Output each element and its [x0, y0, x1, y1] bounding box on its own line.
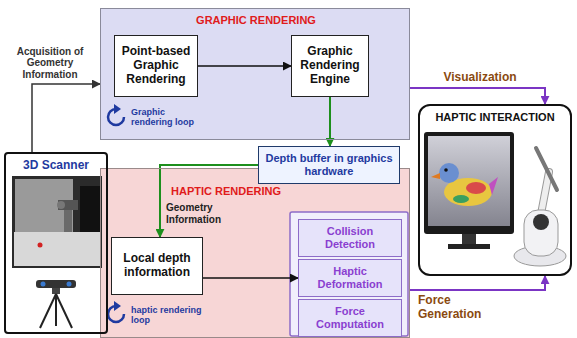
loop-caption: Graphic rendering loop — [131, 107, 203, 128]
box-label: Depth buffer in graphics hardware — [263, 152, 395, 177]
panel-fill — [100, 168, 410, 338]
buffer-box: Depth buffer in graphics hardware — [258, 146, 400, 184]
light-booth — [15, 179, 73, 232]
rendering-panel: Point-based Graphic Rendering Graphic Ren… — [100, 8, 410, 140]
panel-fill — [100, 8, 410, 140]
scanner-arm — [58, 200, 78, 210]
process-box: Graphic Rendering Engine — [291, 35, 369, 97]
scanner-photo — [12, 176, 102, 268]
device-stylus — [536, 148, 557, 190]
duck-patch — [453, 195, 469, 203]
monitor-illustration — [424, 132, 514, 249]
connector — [410, 88, 545, 104]
step-box: Collision Detection — [298, 219, 402, 257]
haptic-device — [514, 148, 566, 266]
duck-beak — [431, 173, 440, 179]
label-slot: Visualization — [428, 71, 532, 85]
frame-heading: 3D Scanner — [23, 159, 89, 173]
duck-patch — [466, 182, 486, 194]
edge-label: Visualization — [428, 71, 532, 85]
scanner-lens — [41, 282, 46, 287]
tripod-leg — [55, 294, 57, 326]
label-slot: Geometry Information — [166, 202, 238, 225]
loop-arrowhead — [114, 301, 121, 311]
connector — [203, 277, 298, 279]
loop-caption: haptic rendering loop — [131, 305, 203, 326]
scanner-lens — [67, 282, 72, 287]
label-slot: Acquisition of Geometry Information — [2, 46, 98, 81]
connector — [410, 276, 545, 290]
monitor-base — [448, 244, 490, 249]
tripod-leg — [56, 294, 72, 328]
scanner-post — [64, 210, 72, 232]
box-label: Haptic Deformation — [303, 265, 397, 290]
photo-backdrop — [12, 176, 102, 268]
duck-tail — [489, 177, 498, 195]
monitor-screen — [428, 136, 510, 226]
object-dot — [38, 243, 43, 248]
process-box: Point-based Graphic Rendering — [114, 35, 198, 97]
group-outline — [290, 212, 408, 336]
tripod-scanner — [36, 280, 76, 328]
duck-eye — [444, 168, 448, 172]
device-frame: HAPTIC INTERACTION — [418, 104, 572, 276]
device-joint — [533, 214, 549, 230]
tripod-leg — [40, 294, 56, 328]
loop-icon — [108, 301, 124, 322]
box-label: Force Computation — [303, 305, 397, 330]
black-card — [80, 186, 100, 232]
device-arm — [541, 172, 549, 214]
step-box: Haptic Deformation — [298, 259, 402, 297]
edge-label: Geometry Information — [166, 202, 238, 225]
text-slot: haptic rendering loop — [131, 305, 203, 326]
panel-heading: HAPTIC RENDERING — [171, 185, 281, 198]
box-label: Point-based Graphic Rendering — [119, 45, 193, 86]
process-box: Local depth information — [111, 237, 203, 295]
panel-heading: GRAPHIC RENDERING — [101, 14, 411, 27]
box-label: Collision Detection — [303, 225, 397, 250]
device-frame: 3D Scanner — [4, 152, 108, 334]
box-label: Local depth information — [116, 252, 198, 280]
duck-head — [439, 163, 459, 183]
connector — [329, 97, 331, 146]
table-surface — [14, 232, 100, 266]
scanner-bar — [36, 280, 76, 288]
device-body — [524, 210, 558, 256]
text-slot: HAPTIC RENDERING — [171, 185, 281, 198]
connector — [198, 65, 291, 67]
rendering-panel: Local depth information Collision Detecti… — [100, 168, 410, 338]
text-slot: Graphic rendering loop — [131, 107, 203, 128]
label-slot: Force Generation — [418, 294, 514, 322]
frame-heading: HAPTIC INTERACTION — [435, 111, 554, 124]
step-box: Force Computation — [298, 299, 402, 337]
tripod-head — [52, 288, 60, 294]
device-arm-outline — [541, 172, 549, 214]
scanner-lens — [57, 201, 65, 209]
monitor-neck — [462, 234, 476, 244]
edge-label: Force Generation — [418, 294, 514, 322]
loop-icon — [108, 104, 124, 125]
edge-label: Acquisition of Geometry Information — [2, 46, 98, 81]
box-label: Graphic Rendering Engine — [296, 45, 364, 86]
text-slot: GRAPHIC RENDERING — [101, 14, 411, 27]
loop-arrowhead — [114, 104, 121, 114]
connector — [32, 84, 100, 152]
connector — [160, 165, 258, 237]
monitor-bezel — [424, 132, 514, 234]
